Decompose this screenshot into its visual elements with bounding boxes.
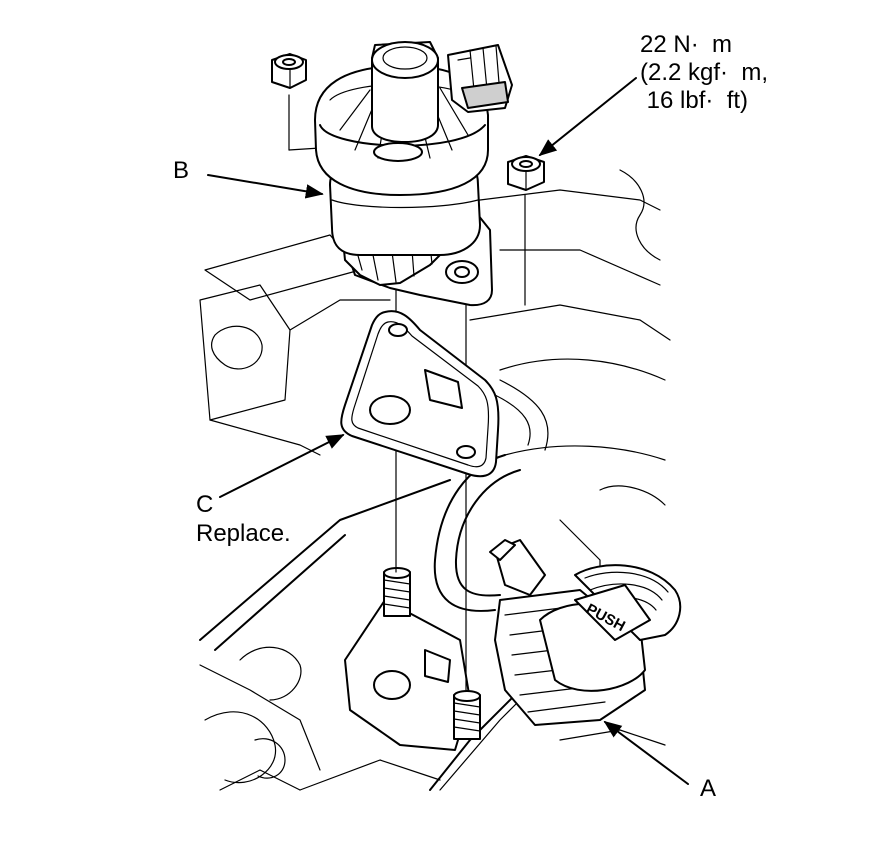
replace-note: Replace. (196, 520, 291, 547)
stud-right (453, 690, 481, 740)
leader-a (603, 720, 689, 785)
label-b: B (173, 157, 190, 184)
part-a-solenoid (489, 539, 682, 726)
nut-left (271, 53, 307, 89)
label-a: A (700, 775, 717, 802)
stud-left (383, 567, 411, 617)
mounting-flange (344, 599, 471, 751)
gasket-c (340, 310, 500, 478)
label-c: C (196, 491, 214, 518)
nut-right (507, 155, 545, 191)
egr-valve-b (314, 41, 513, 307)
torque-spec-line1: 22 N· m (640, 31, 733, 58)
leader-c (219, 434, 345, 498)
torque-spec-line3: 16 lbf· ft) (640, 87, 749, 114)
leader-torque (538, 77, 637, 157)
leader-b (207, 174, 324, 199)
torque-spec-line2: (2.2 kgf· m, (640, 59, 769, 86)
egr-hose (433, 454, 521, 612)
